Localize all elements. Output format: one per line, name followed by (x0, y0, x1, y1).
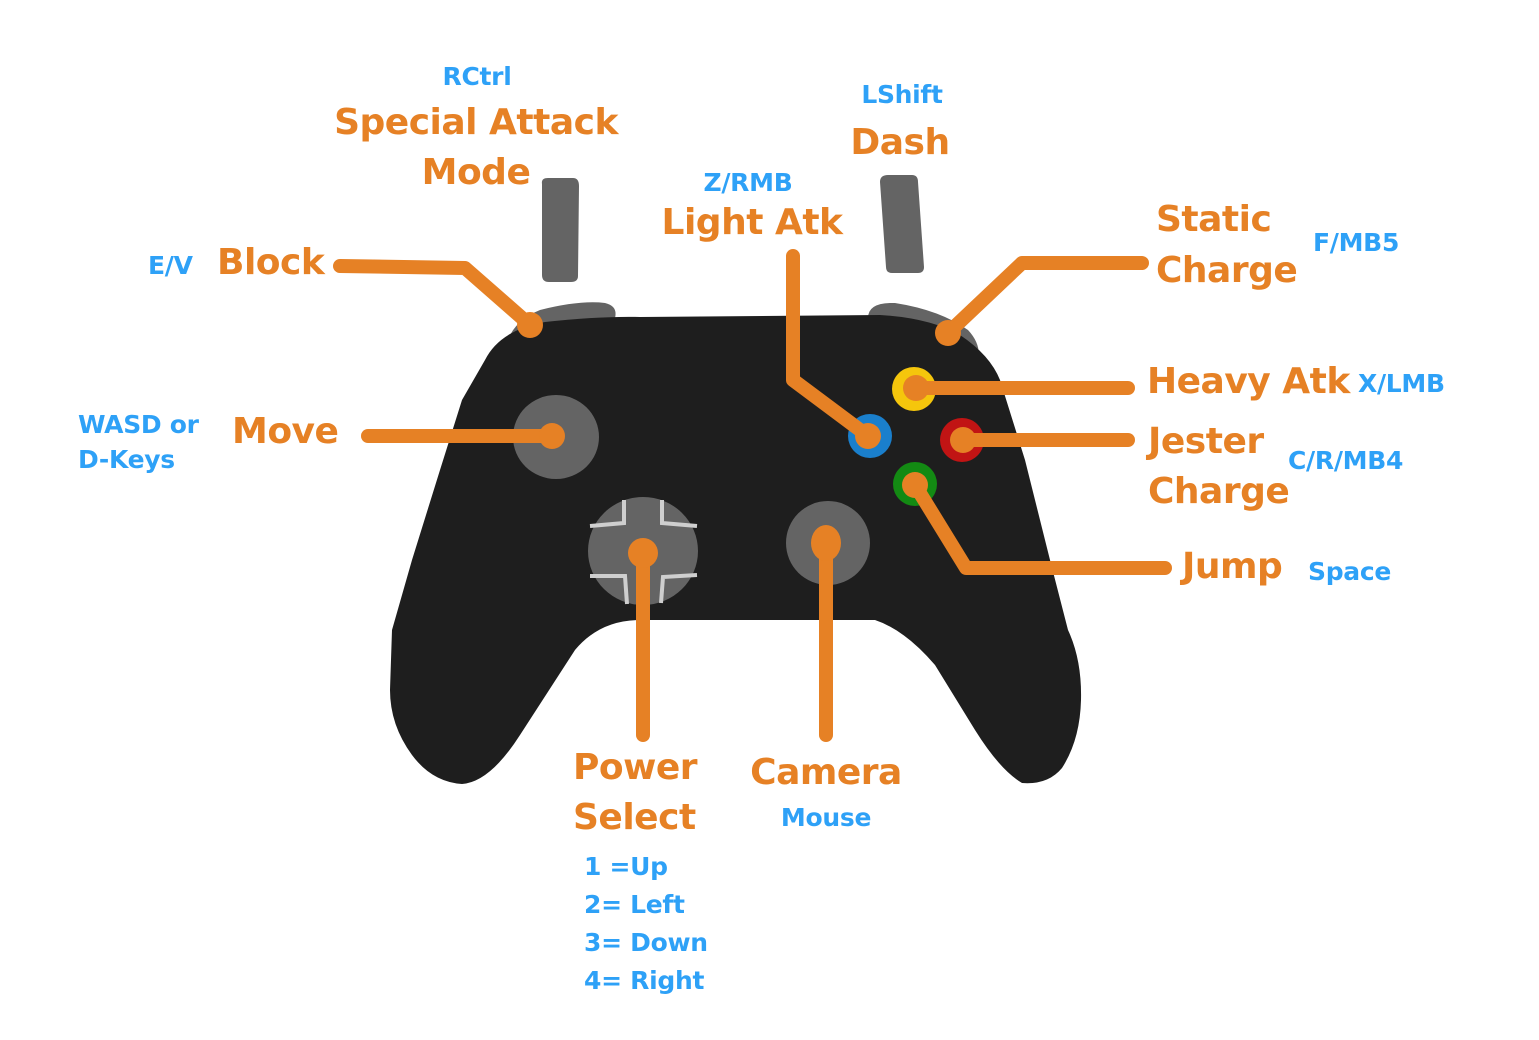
jester-charge-key: C/R/MB4 (1288, 446, 1404, 475)
camera-key: Mouse (780, 803, 872, 832)
light-atk-action: Light Atk (661, 202, 843, 243)
power-select-key-1: 1 =Up (584, 852, 668, 881)
endpoint-heavy-atk (903, 375, 929, 401)
static-charge-action-line2: Charge (1156, 250, 1298, 291)
heavy-atk-action: Heavy Atk (1147, 361, 1350, 402)
endpoint-block (517, 312, 543, 338)
special-attack-action-line2: Mode (421, 152, 531, 193)
move-key-line2: D-Keys (78, 445, 175, 474)
heavy-atk-key: X/LMB (1358, 369, 1445, 398)
move-action: Move (232, 411, 339, 452)
left-trigger (541, 178, 579, 282)
dash-action: Dash (850, 122, 950, 163)
endpoint-power-select (628, 538, 658, 568)
dash-key: LShift (861, 80, 943, 109)
right-trigger (880, 175, 924, 273)
power-select-action-line2: Select (573, 797, 696, 838)
camera-action: Camera (750, 752, 902, 793)
static-charge-action-line1: Static (1156, 199, 1272, 240)
leader-line-static-charge (941, 256, 1149, 340)
leader-line-jump (908, 478, 1172, 575)
power-select-keys: 1 =Up 2= Left 3= Down 4= Right (584, 848, 708, 1000)
power-select-action-line1: Power (573, 747, 698, 788)
jump-action: Jump (1182, 546, 1283, 587)
power-select-key-3: 3= Down (584, 928, 708, 957)
jump-key: Space (1308, 557, 1392, 586)
endpoint-move (539, 423, 565, 449)
jester-charge-action-line1: Jester (1148, 421, 1264, 462)
block-action: Block (217, 242, 325, 283)
move-key-line1: WASD or (78, 410, 199, 439)
endpoint-light-atk (855, 423, 881, 449)
endpoint-static-charge (935, 320, 961, 346)
move-key: WASD or D-Keys (78, 407, 199, 477)
special-attack-action-line1: Special Attack (334, 102, 618, 143)
leader-line-light-atk (786, 249, 875, 443)
endpoint-camera (811, 525, 841, 561)
light-atk-key: Z/RMB (703, 168, 793, 197)
power-select-key-4: 4= Right (584, 966, 705, 995)
endpoint-jester-charge (950, 427, 976, 453)
endpoint-jump (902, 472, 928, 498)
power-select-key-2: 2= Left (584, 890, 685, 919)
static-charge-key: F/MB5 (1313, 228, 1400, 257)
leader-line-block (333, 259, 537, 332)
jester-charge-action-line2: Charge (1148, 471, 1290, 512)
block-key: E/V (148, 251, 193, 280)
special-attack-key: RCtrl (442, 62, 512, 91)
